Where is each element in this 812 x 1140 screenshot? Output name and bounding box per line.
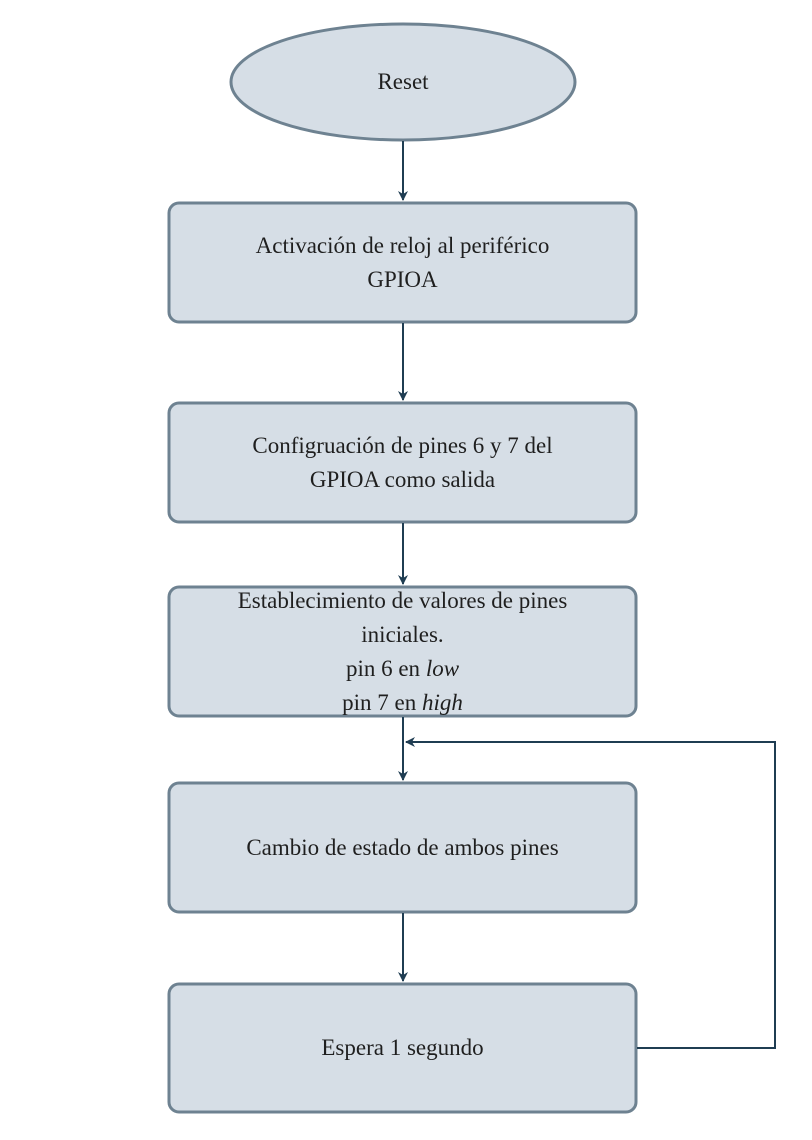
node-clock-shape bbox=[167, 201, 638, 324]
node-wait-label: Espera 1 segundo bbox=[169, 984, 636, 1112]
node-config-shape bbox=[167, 401, 638, 524]
pin-7-state: high bbox=[421, 689, 463, 715]
node-wait-line-1: Espera 1 segundo bbox=[321, 1035, 484, 1060]
node-init-pin-7: pin 7 en high bbox=[342, 686, 463, 720]
node-toggle-label: Cambio de estado de ambos pines bbox=[169, 783, 636, 912]
node-toggle-line-1: Cambio de estado de ambos pines bbox=[246, 834, 559, 860]
edge-wait-to-toggle-loop bbox=[405, 737, 776, 1049]
node-wait-shape bbox=[167, 982, 638, 1114]
node-init-shape bbox=[167, 585, 638, 718]
node-init-pin-6: pin 6 en low bbox=[346, 652, 459, 686]
node-config-line-2: GPIOA como salida bbox=[309, 466, 496, 492]
node-config-line-1: Configruación de pines 6 y 7 del bbox=[252, 432, 553, 458]
node-clock-label: Activación de reloj al periférico GPIOA bbox=[169, 203, 636, 322]
node-init-label: Establecimiento de valores de pines inic… bbox=[169, 583, 636, 720]
node-init-line-2: iniciales. bbox=[361, 621, 444, 647]
node-reset-label: Reset bbox=[231, 24, 575, 140]
node-config-label: Configruación de pines 6 y 7 del GPIOA c… bbox=[169, 403, 636, 522]
node-toggle-shape bbox=[167, 781, 638, 914]
node-reset-line-1: Reset bbox=[377, 69, 429, 94]
node-clock-line-2: GPIOA bbox=[367, 266, 438, 292]
pin-7-prefix: pin 7 en bbox=[342, 689, 422, 715]
pin-6-prefix: pin 6 en bbox=[345, 655, 426, 681]
node-clock-line-1: Activación de reloj al periférico bbox=[255, 232, 550, 258]
node-init-line-1: Establecimiento de valores de pines bbox=[237, 587, 568, 613]
node-reset-shape bbox=[229, 22, 577, 142]
pin-6-state: low bbox=[425, 655, 460, 681]
